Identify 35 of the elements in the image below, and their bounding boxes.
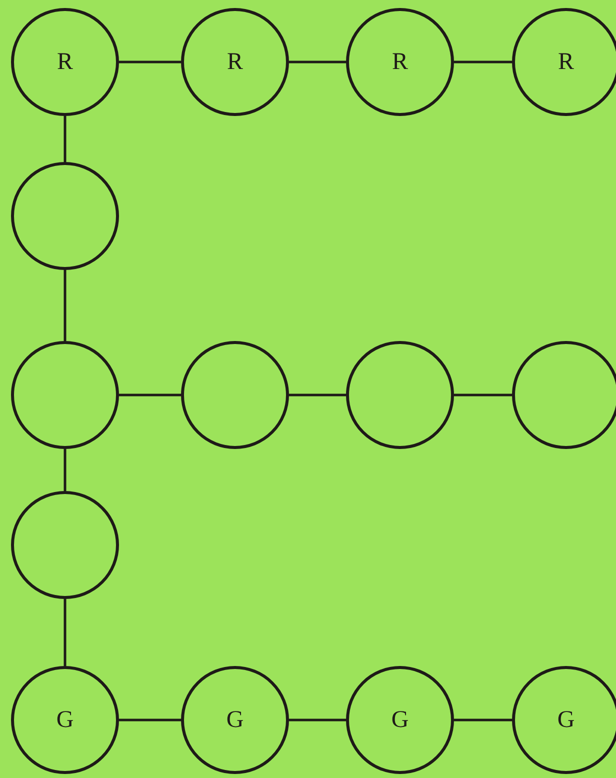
node-label: R (558, 48, 574, 76)
circle-node (346, 8, 454, 116)
connector-line (64, 116, 66, 162)
node-label: R (226, 48, 243, 76)
connector-line (289, 60, 346, 64)
connector-line (119, 60, 181, 64)
circle-node (11, 491, 119, 599)
circle-node (11, 666, 119, 774)
connector-line (64, 449, 66, 491)
connector-line (454, 394, 512, 396)
connector-line (119, 394, 181, 396)
circle-node (346, 341, 454, 449)
circle-node (11, 162, 119, 270)
node-label: G (56, 706, 74, 734)
node-label: R (56, 48, 73, 76)
circle-node (181, 8, 289, 116)
connector-line (289, 718, 346, 722)
connector-line (119, 718, 181, 722)
circle-node (11, 8, 119, 116)
node-label: R (392, 48, 408, 76)
node-label: G (226, 706, 244, 734)
circle-node (512, 666, 616, 774)
connector-line (289, 394, 346, 396)
circle-node (346, 666, 454, 774)
node-label: G (391, 706, 409, 734)
connector-line (64, 270, 66, 341)
connector-line (454, 718, 512, 722)
circle-node (11, 341, 119, 449)
node-label: G (557, 706, 575, 734)
circle-node (512, 8, 616, 116)
circle-node (181, 341, 289, 449)
connector-line (64, 599, 66, 666)
circle-node (181, 666, 289, 774)
circle-node (512, 341, 616, 449)
connector-line (454, 60, 512, 64)
